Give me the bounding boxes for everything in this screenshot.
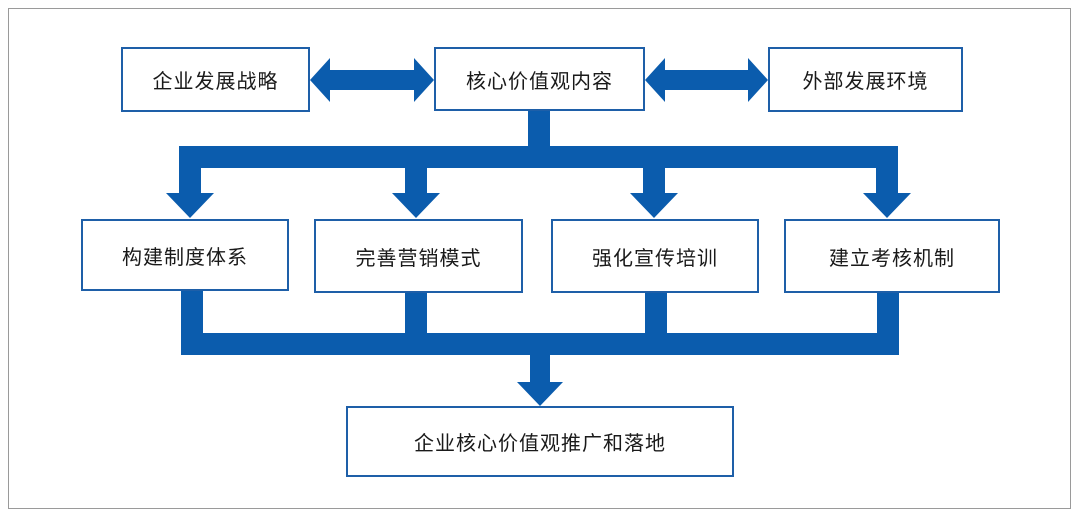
box-strengthen-publicity-training: 强化宣传培训 (551, 219, 759, 293)
gathering-bar (181, 333, 899, 355)
box-promotion-implementation-label: 企业核心价值观推广和落地 (414, 431, 666, 455)
collector-4 (877, 291, 899, 335)
double-arrow-left (310, 58, 434, 102)
arrow-down-2 (392, 168, 440, 218)
distributor-bar (179, 146, 898, 168)
box-promotion-implementation: 企业核心价值观推广和落地 (346, 406, 734, 477)
box-improve-marketing-model: 完善营销模式 (314, 219, 523, 293)
arrow-down-final (517, 355, 563, 406)
double-arrow-right (645, 58, 768, 102)
box-establish-assessment-mechanism-label: 建立考核机制 (829, 245, 955, 270)
box-external-environment-label: 外部发展环境 (802, 69, 929, 93)
box-corporate-strategy-label: 企业发展战略 (152, 69, 279, 93)
box-core-values-content-label: 核心价值观内容 (466, 68, 613, 93)
trunk-down (528, 110, 550, 156)
diagram-frame (8, 8, 1071, 509)
arrow-down-1 (166, 168, 214, 218)
box-strengthen-publicity-training-label: 强化宣传培训 (592, 245, 718, 270)
arrow-down-4 (863, 168, 911, 218)
box-build-institution-system-label: 构建制度体系 (122, 244, 248, 269)
box-core-values-content: 核心价值观内容 (434, 47, 645, 111)
box-corporate-strategy: 企业发展战略 (121, 47, 310, 112)
collector-1 (181, 289, 203, 335)
box-establish-assessment-mechanism: 建立考核机制 (784, 219, 1000, 293)
collector-3 (645, 292, 667, 335)
collector-2 (405, 291, 427, 335)
box-build-institution-system: 构建制度体系 (81, 219, 289, 291)
box-improve-marketing-model-label: 完善营销模式 (355, 245, 482, 270)
box-external-environment: 外部发展环境 (768, 47, 963, 112)
arrow-down-3 (630, 168, 678, 218)
